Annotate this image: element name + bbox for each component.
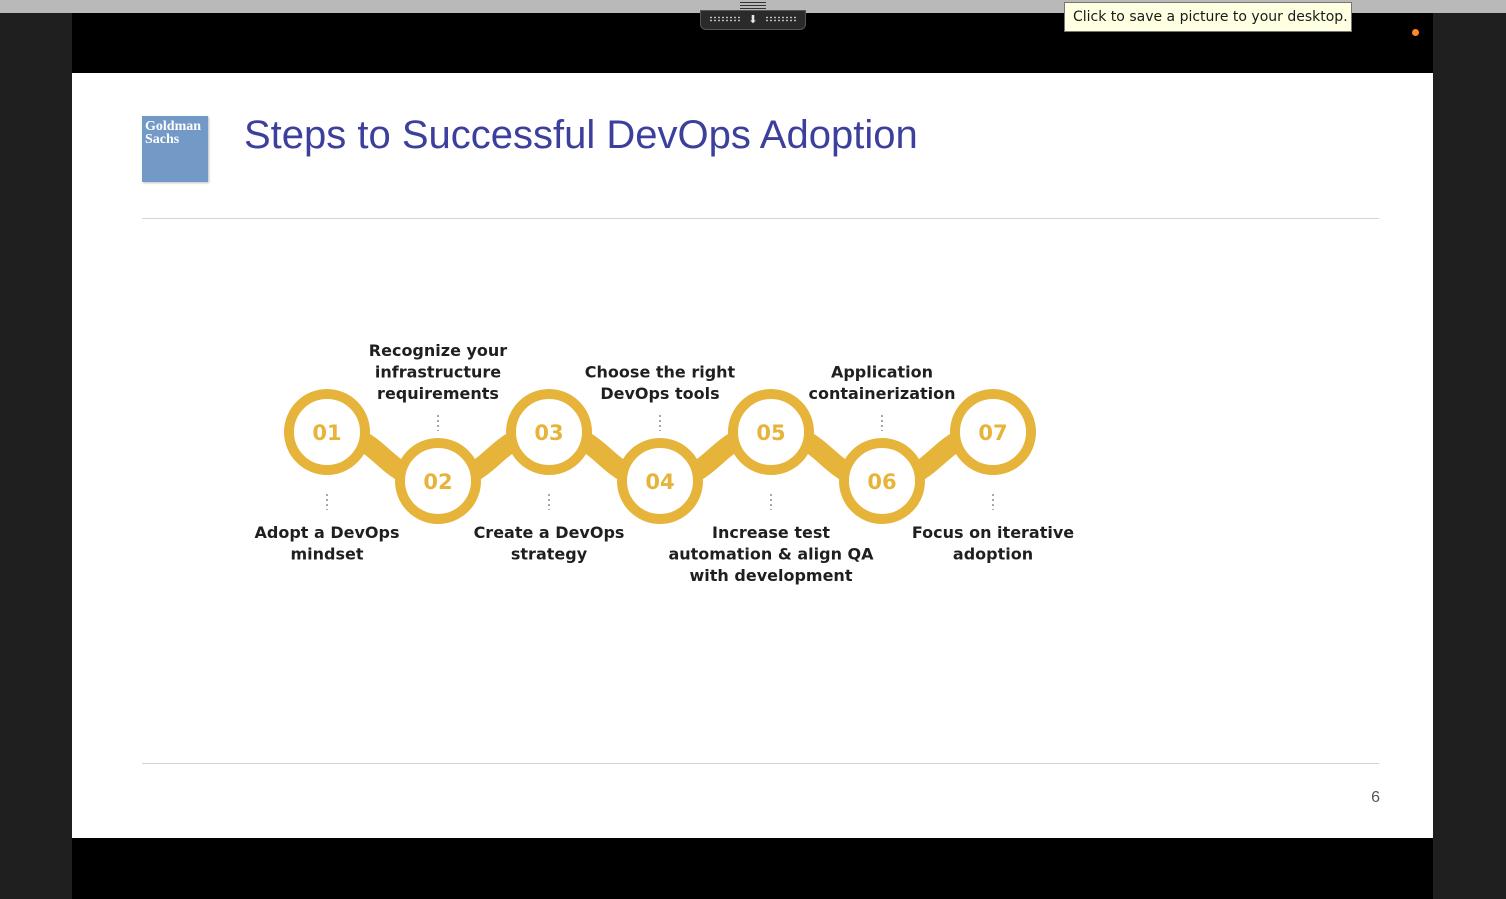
step-label-line: Choose the right [585, 363, 736, 382]
step-ring [728, 389, 814, 475]
bottom-black-band [72, 838, 1433, 899]
step-ring [839, 438, 925, 524]
save-picture-tooltip: Click to save a picture to your desktop. [1064, 2, 1352, 32]
step-label-line: infrastructure [375, 363, 501, 382]
top-divider [142, 218, 1379, 219]
step-ring [950, 389, 1036, 475]
slide-title: Steps to Successful DevOps Adoption [244, 113, 918, 157]
step-number: 04 [645, 470, 674, 494]
step-label-line: containerization [808, 384, 955, 403]
bottom-divider [142, 763, 1379, 764]
step-ring [617, 438, 703, 524]
step-number: 06 [867, 470, 896, 494]
goldman-sachs-logo: Goldman Sachs [142, 116, 208, 182]
step-label-line: automation & align QA [668, 545, 874, 564]
logo-line-1: Goldman [145, 119, 202, 134]
logo-line-2: Sachs [145, 132, 180, 147]
handle-dots-right [765, 16, 797, 22]
step-number: 07 [978, 421, 1007, 445]
step-label: Focus on iterative adoption [912, 523, 1074, 564]
step-label: Increase test automation & align QA with d… [668, 523, 874, 585]
step-label: Adopt a DevOps mindset [254, 523, 399, 564]
step-label-line: with development [690, 566, 853, 585]
step-ring [395, 438, 481, 524]
step-label: Create a DevOps strategy [474, 523, 625, 564]
right-panel [1433, 13, 1506, 899]
toolbar-handle[interactable]: ⬇ [700, 10, 806, 30]
step-label-line: adoption [953, 545, 1033, 564]
step-label-line: requirements [377, 384, 499, 403]
step-label: Recognize your infrastructure requirements [369, 341, 508, 403]
presentation-slide: Goldman Sachs Steps to Successful DevOps… [72, 73, 1433, 838]
page-number: 6 [1371, 789, 1380, 806]
step-ring [284, 389, 370, 475]
handle-dots-left [709, 16, 741, 22]
left-panel [0, 13, 72, 899]
step-ring [506, 389, 592, 475]
step-label-line: Increase test [712, 523, 830, 542]
step-02: 02 Recognize your infrastructure requiremen… [369, 341, 508, 524]
step-number: 03 [534, 421, 563, 445]
step-label-line: Adopt a DevOps [254, 523, 399, 542]
step-number: 05 [756, 421, 785, 445]
step-06: 06 Application containerization [808, 363, 956, 524]
grip-lines-icon[interactable] [740, 2, 766, 11]
step-label: Application containerization [808, 363, 955, 404]
step-label-line: Application [831, 363, 933, 382]
step-label-line: Create a DevOps [474, 523, 625, 542]
step-label-line: mindset [290, 545, 363, 564]
down-arrow-icon[interactable]: ⬇ [748, 14, 758, 26]
recording-dot-icon [1412, 29, 1419, 36]
step-number: 01 [312, 421, 341, 445]
step-label-line: Recognize your [369, 341, 508, 360]
step-label-line: strategy [511, 545, 588, 564]
step-label-line: Focus on iterative [912, 523, 1074, 542]
step-number: 02 [423, 470, 452, 494]
step-label-line: DevOps tools [600, 384, 719, 403]
